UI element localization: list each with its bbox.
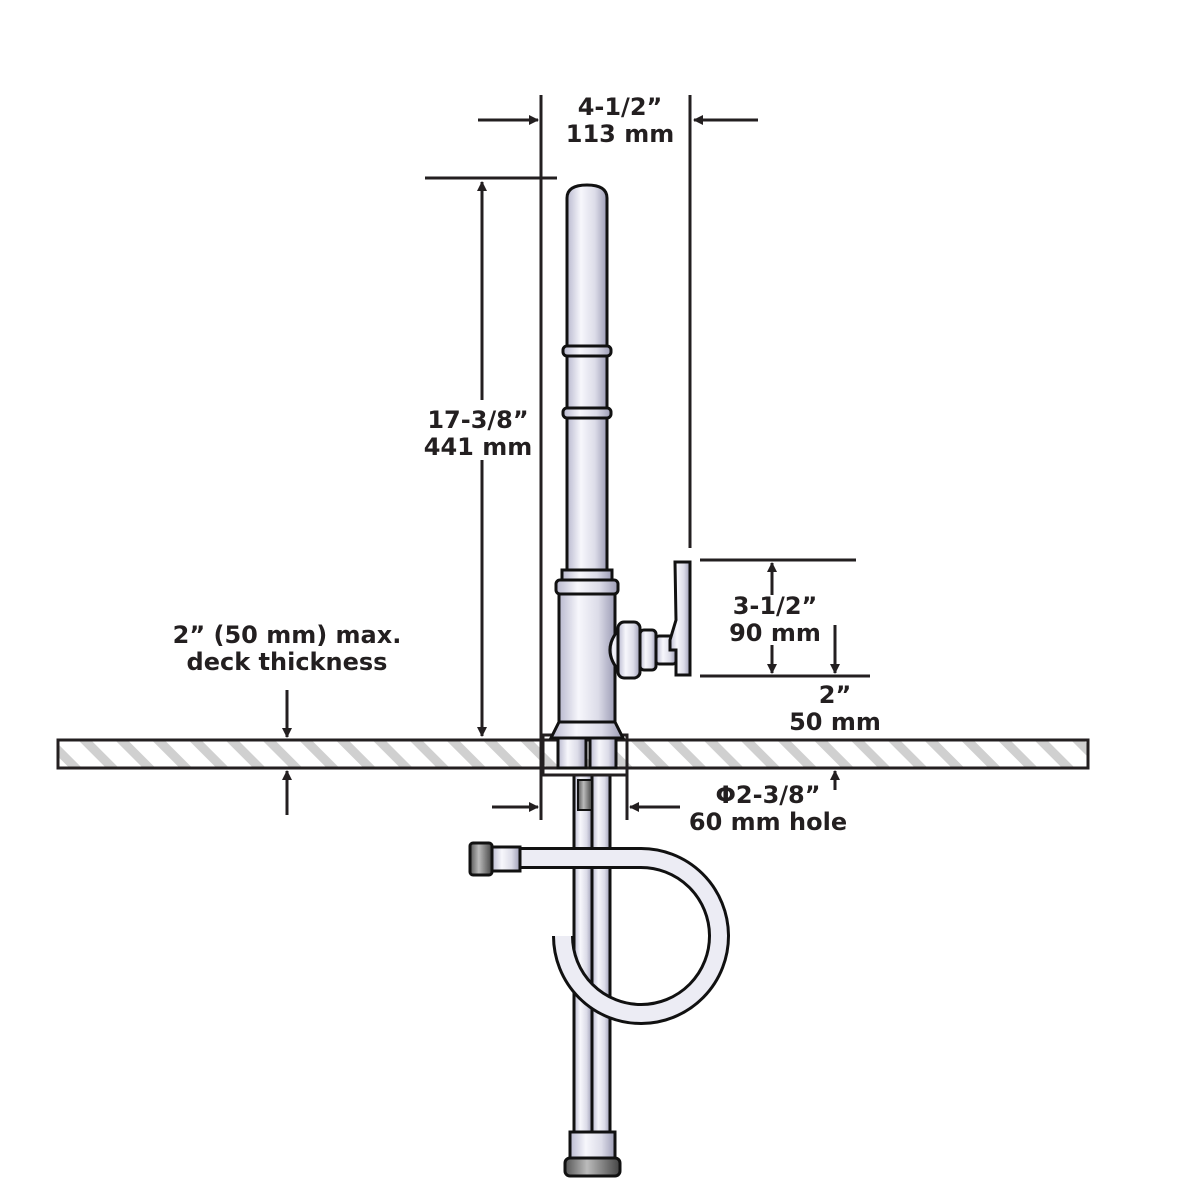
spout-reach-metric: 113 mm — [566, 120, 674, 148]
spout-reach-imperial: 4-1/2” — [578, 93, 663, 121]
handle-lever — [668, 560, 692, 677]
handle-above-deck-imperial: 2” — [819, 681, 851, 709]
supply-hoses — [468, 773, 730, 1178]
handle-above-deck-metric: 50 mm — [789, 708, 881, 736]
deck-thickness-line1: 2” (50 mm) max. — [173, 621, 402, 649]
handle-height-metric: 90 mm — [729, 619, 821, 647]
faucet — [548, 183, 692, 740]
handle-height-imperial: 3-1/2” — [733, 592, 818, 620]
hole-metric: 60 mm hole — [689, 808, 847, 836]
deck-thickness-line2: deck thickness — [187, 648, 388, 676]
height-imperial: 17-3/8” — [427, 406, 528, 434]
dimension-lines — [282, 95, 870, 820]
height-metric: 441 mm — [424, 433, 532, 461]
hole-imperial: Φ2-3/8” — [716, 781, 821, 809]
